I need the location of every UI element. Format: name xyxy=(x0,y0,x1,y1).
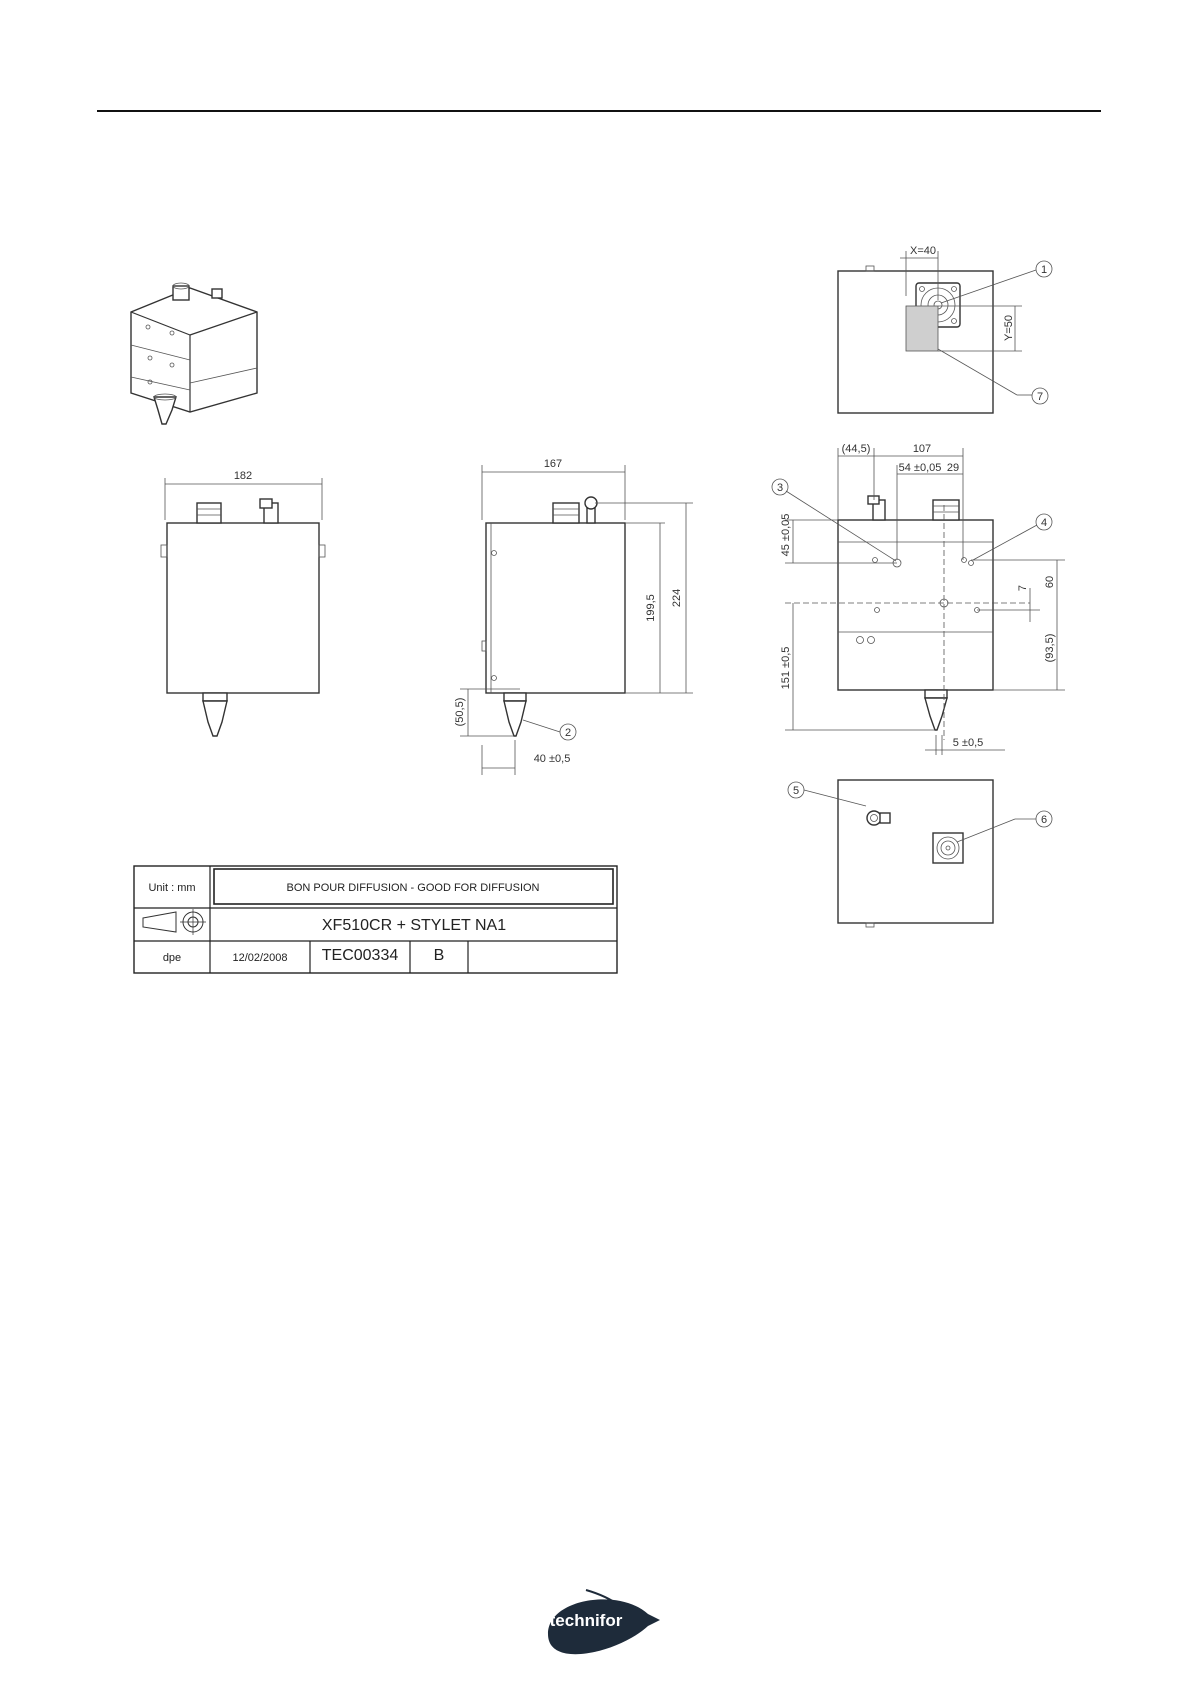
title-block-approval: BON POUR DIFFUSION - GOOD FOR DIFFUSION xyxy=(287,882,540,894)
top-view xyxy=(838,251,1052,413)
dim-top-x: X=40 xyxy=(910,245,936,257)
dim-rear-right: 29 xyxy=(947,462,959,474)
callout-3: 3 xyxy=(777,482,783,494)
front-view xyxy=(161,478,325,736)
projection-symbol xyxy=(143,912,176,932)
bottom-view xyxy=(788,780,1052,927)
isometric-view xyxy=(131,283,257,424)
callout-4: 4 xyxy=(1041,517,1047,529)
side-view xyxy=(460,465,693,775)
dim-side-tip-offset: 40 ±0,5 xyxy=(534,753,571,765)
rear-view xyxy=(772,448,1065,755)
title-block-reference: TEC00334 xyxy=(322,947,399,964)
callout-5: 5 xyxy=(793,785,799,797)
dim-front-width: 182 xyxy=(234,470,252,482)
dim-rear-7: 7 xyxy=(1017,585,1029,591)
dim-rear-left: (44,5) xyxy=(842,443,871,455)
dim-rear-5: 5 ±0,5 xyxy=(953,737,984,749)
dim-rear-60: 60 xyxy=(1044,576,1056,588)
dim-side-tip-height: (50,5) xyxy=(454,698,466,727)
logo-text: technifor xyxy=(550,1611,623,1630)
callout-1: 1 xyxy=(1041,264,1047,276)
callout-7: 7 xyxy=(1037,391,1043,403)
dim-rear-935: (93,5) xyxy=(1044,634,1056,663)
title-block-author: dpe xyxy=(163,952,181,964)
callout-2: 2 xyxy=(565,727,571,739)
title-block-revision: B xyxy=(434,947,445,964)
dim-side-width: 167 xyxy=(544,458,562,470)
dim-side-total-height: 224 xyxy=(671,589,683,607)
dim-rear-151: 151 ±0,5 xyxy=(780,647,792,690)
title-block-date: 12/02/2008 xyxy=(232,952,287,964)
title-block-title: XF510CR + STYLET NA1 xyxy=(322,917,506,934)
dim-rear-hole-height: 45 ±0,05 xyxy=(780,514,792,557)
dim-top-y: Y=50 xyxy=(1003,315,1015,341)
technifor-logo: technifor xyxy=(548,1590,660,1654)
dim-rear-spacing: 54 ±0,05 xyxy=(899,462,942,474)
dim-side-body-height: 199,5 xyxy=(645,594,657,622)
callout-6: 6 xyxy=(1041,814,1047,826)
title-block-unit: Unit : mm xyxy=(148,882,195,894)
dim-rear-width: 107 xyxy=(913,443,931,455)
